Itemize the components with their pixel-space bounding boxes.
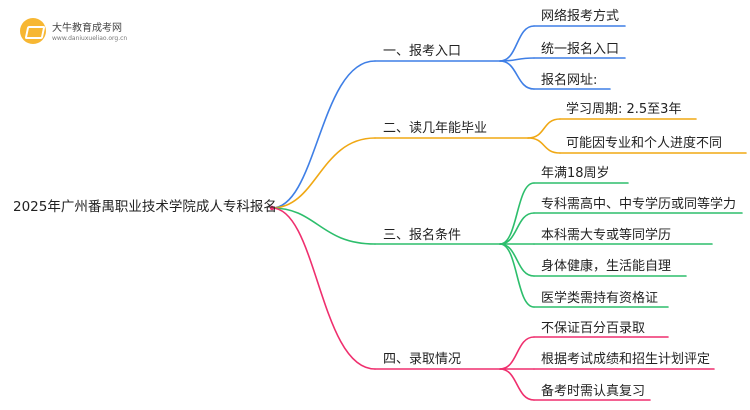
- leaf-4-2: 根据考试成绩和招生计划评定: [541, 352, 711, 367]
- connector-branch-2-leaf-1: [527, 118, 561, 139]
- connector-branch-3-leaf-2: [499, 212, 535, 245]
- connector-root-branch-2: [271, 137, 376, 209]
- leaf-3-4: 身体健康，生活能自理: [541, 259, 672, 274]
- leaf-1-2: 统一报名入口: [541, 42, 620, 57]
- connector-root-branch-3: [271, 207, 376, 245]
- root-anchor-dot: [269, 205, 275, 211]
- connector-root-branch-4: [271, 207, 376, 370]
- leaf-1-3: 报名网址:: [541, 73, 598, 88]
- leaf-3-1: 年满18周岁: [541, 166, 610, 181]
- connector-branch-2-leaf-2: [527, 137, 561, 154]
- connector-branch-1-leaf-1: [499, 25, 535, 62]
- connector-branch-3-leaf-4: [499, 243, 535, 277]
- branch-4-label: 四、录取情况: [383, 352, 462, 367]
- branch-1-label: 一、报考入口: [383, 44, 462, 59]
- logo-site-url: www.daniuxueliao.org.cn: [52, 35, 128, 42]
- site-logo: 大牛教育成考网 www.daniuxueliao.org.cn: [14, 14, 134, 50]
- logo-site-name: 大牛教育成考网: [52, 23, 122, 34]
- connector-branch-1-leaf-3: [499, 60, 535, 90]
- leaf-1-1: 网络报考方式: [541, 9, 620, 24]
- leaf-4-3: 备考时需认真复习: [541, 384, 646, 399]
- connector-branch-4-leaf-3: [499, 368, 535, 401]
- connector-root-branch-1: [271, 60, 376, 209]
- leaf-4-1: 不保证百分百录取: [541, 321, 646, 336]
- leaf-3-3: 本科需大专或等同学历: [541, 228, 672, 243]
- leaf-2-2: 可能因专业和个人进度不同: [566, 136, 723, 151]
- connector-branch-4-leaf-1: [499, 336, 535, 370]
- root-topic: 2025年广州番禺职业技术学院成人专科报名: [13, 199, 277, 215]
- leaf-3-5: 医学类需持有资格证: [541, 291, 659, 306]
- book-icon: [20, 18, 46, 44]
- branch-3-label: 三、报名条件: [383, 228, 462, 243]
- branch-2-label: 二、读几年能毕业: [383, 121, 488, 136]
- connector-branch-3-leaf-5: [499, 243, 535, 308]
- leaf-3-2: 专科需高中、中专学历或同等学力: [541, 197, 737, 212]
- leaf-2-1: 学习周期: 2.5至3年: [566, 102, 682, 117]
